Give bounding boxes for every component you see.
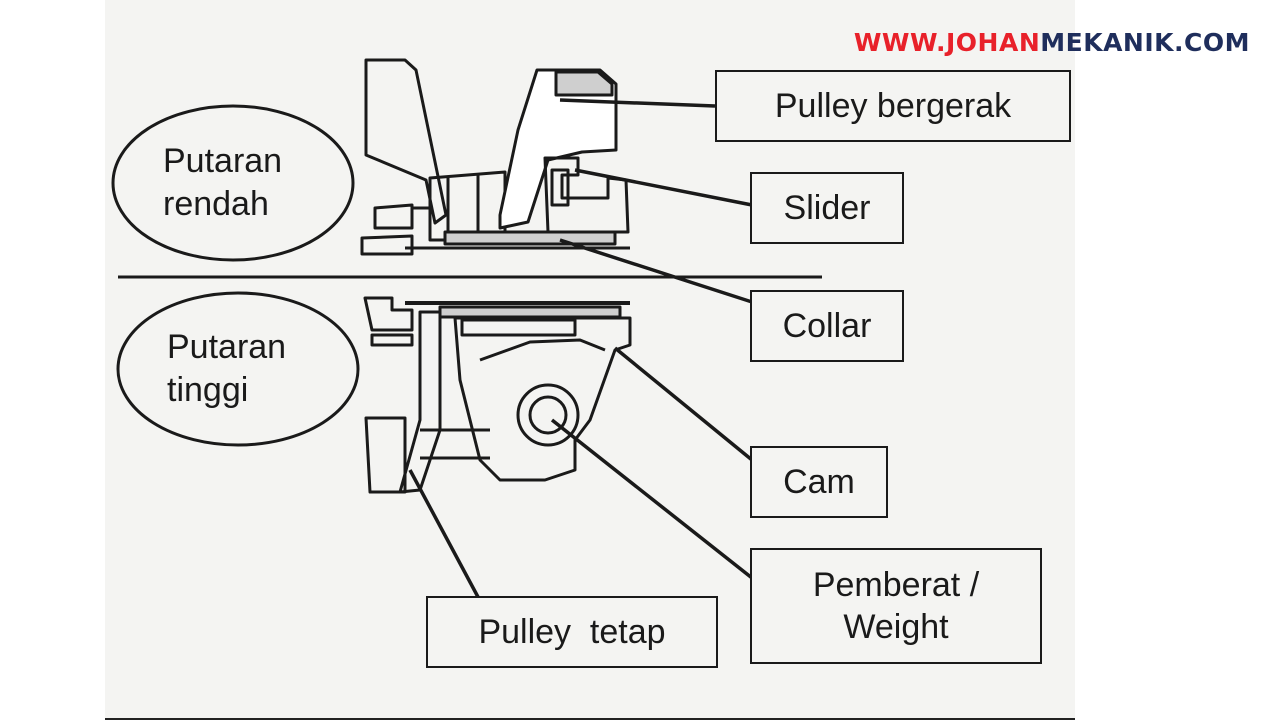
- fixed-pulley-flange-top: [364, 58, 448, 225]
- high-speed-label: Putaran tinggi: [167, 326, 286, 411]
- collar-top: [443, 230, 617, 246]
- low-speed-label: Putaran rendah: [163, 140, 282, 225]
- shaft-boss-bottom: [363, 296, 414, 332]
- weight-roller-inner: [528, 395, 568, 435]
- label-cam: Cam: [750, 446, 888, 518]
- collar-bottom: [438, 305, 622, 319]
- oval-high-speed: [116, 291, 360, 447]
- label-pemberat-line2: Weight: [843, 608, 949, 646]
- leader-pemberat: [550, 418, 754, 580]
- website-watermark: WWW.JOHANMEKANIK.COM: [854, 28, 1250, 57]
- label-pemberat-line1: Pemberat /: [812, 565, 980, 604]
- high-speed-line2: tinggi: [167, 370, 249, 409]
- low-speed-line2: rendah: [163, 184, 269, 223]
- hub-top: [428, 170, 507, 242]
- label-collar: Collar: [750, 290, 904, 362]
- label-pulley-tetap: Pulley tetap: [426, 596, 718, 668]
- shaft-boss-top: [373, 203, 414, 230]
- leader-collar: [559, 238, 753, 304]
- leader-slider: [574, 168, 753, 207]
- moving-pulley-top: [498, 68, 618, 230]
- weight-roller-outer: [516, 383, 580, 447]
- leader-pulley-tetap: [408, 469, 480, 598]
- label-pemberat-weight: Pemberat / Weight: [750, 548, 1042, 664]
- high-speed-line1: Putaran: [167, 328, 287, 366]
- watermark-part-red: WWW.JOHAN: [853, 28, 1041, 57]
- label-pulley-bergerak: Pulley bergerak: [715, 70, 1071, 142]
- cam-bottom: [453, 316, 632, 482]
- leader-cam: [613, 346, 754, 462]
- label-slider: Slider: [750, 172, 904, 244]
- leader-pulley-bergerak: [559, 98, 716, 108]
- watermark-part-blue: MEKANIK.COM: [1040, 28, 1250, 57]
- low-speed-line1: Putaran: [163, 142, 283, 180]
- oval-low-speed: [111, 104, 355, 262]
